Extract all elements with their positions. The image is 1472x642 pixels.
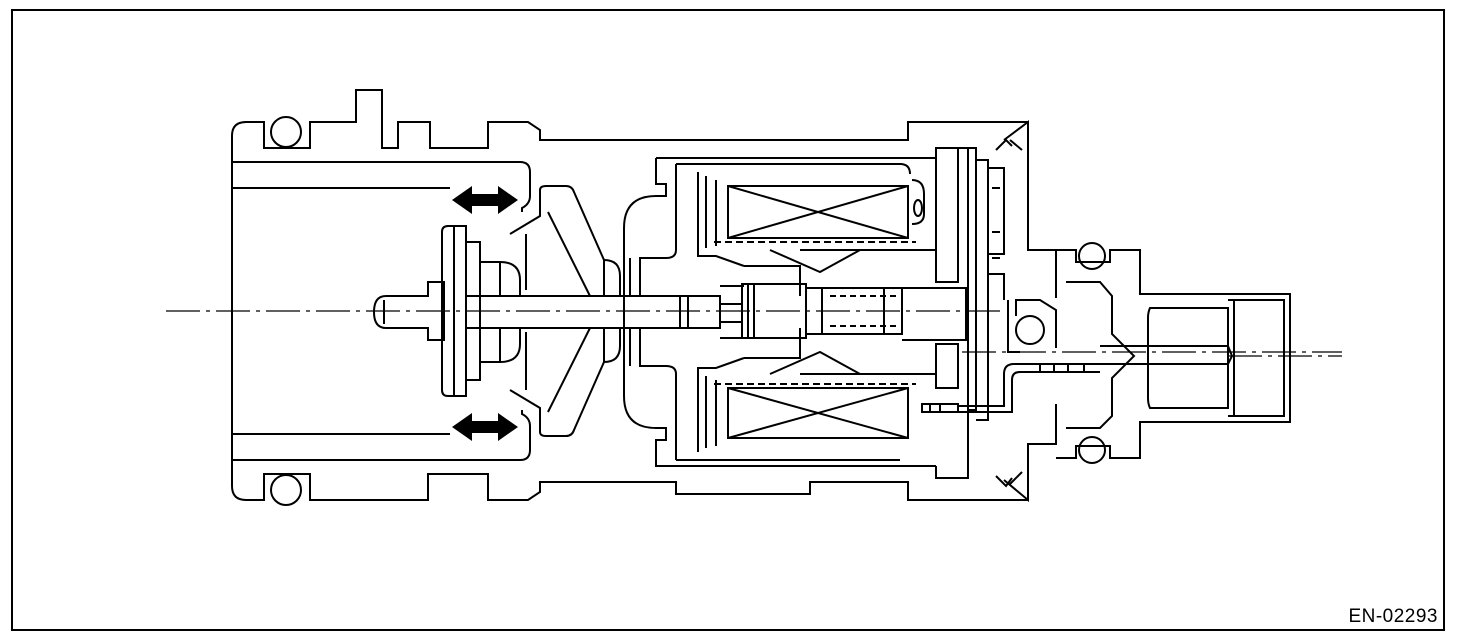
cover-flange xyxy=(921,120,1100,503)
o-ring-bottom-left xyxy=(270,474,302,506)
flow-arrow-upper xyxy=(452,186,518,214)
flow-arrow-lower xyxy=(452,413,518,441)
armature xyxy=(741,249,967,375)
housing-left xyxy=(231,89,1028,506)
coil-lower xyxy=(714,380,916,446)
check-ball xyxy=(1015,315,1045,345)
figure-border xyxy=(11,9,1445,631)
figure-reference-code: EN-02293 xyxy=(1348,606,1438,627)
o-ring-top-right xyxy=(1078,242,1106,270)
o-ring-top-left xyxy=(270,116,302,148)
coil-upper xyxy=(714,179,925,246)
connector-housing xyxy=(1056,242,1342,464)
o-ring-bottom-right xyxy=(1078,436,1106,464)
valve-assembly xyxy=(372,225,743,397)
wax-element-section xyxy=(509,185,631,437)
solenoid-housing xyxy=(623,157,936,467)
